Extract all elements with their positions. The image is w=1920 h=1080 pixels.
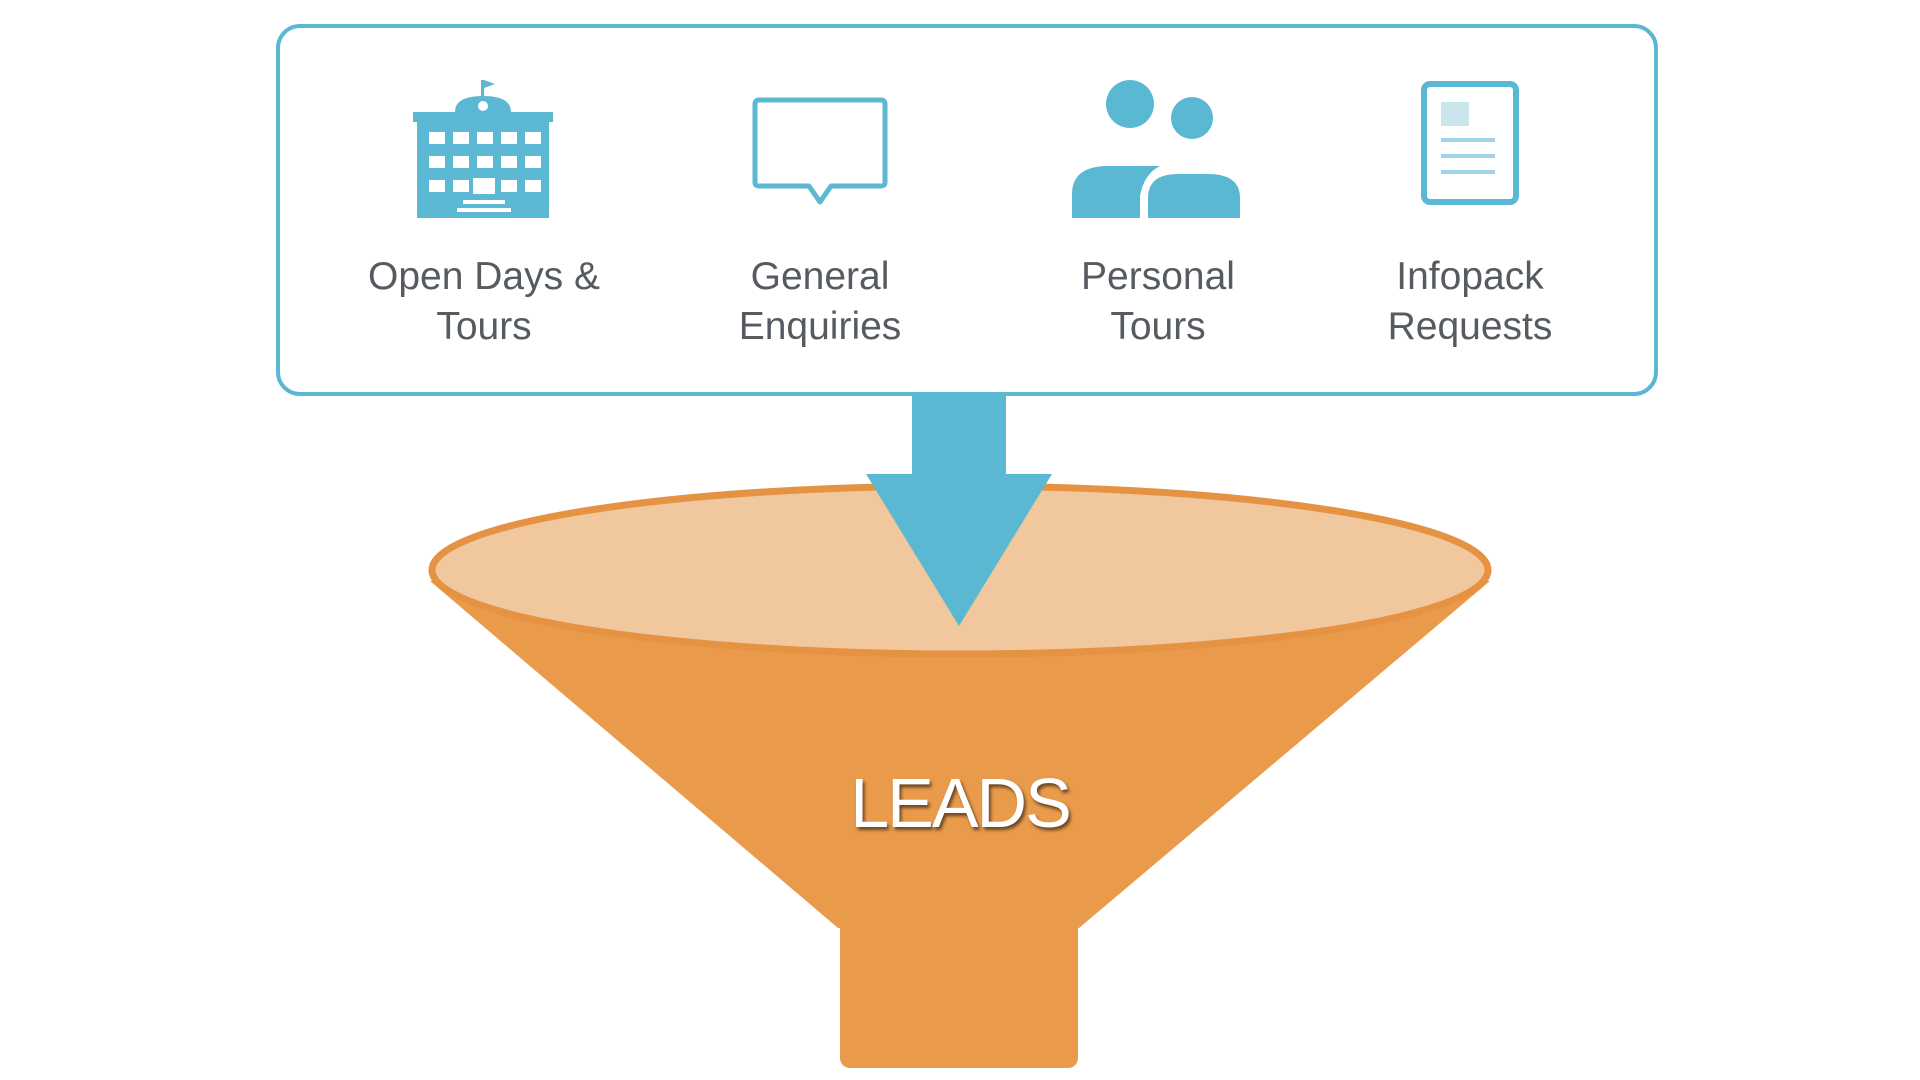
speech-bubble-icon [640, 78, 1000, 248]
funnel-label: LEADS [850, 764, 1072, 842]
source-label: General Enquiries [738, 255, 902, 348]
source-open-days: Open Days & Tours [304, 28, 664, 400]
down-arrow-icon [866, 396, 1052, 626]
source-general-enquiries: General Enquiries [640, 28, 1000, 400]
source-infopack-requests: Infopack Requests [1290, 28, 1650, 400]
funnel-spout [840, 920, 1078, 1068]
source-label: Open Days & Tours [368, 255, 600, 348]
document-icon [1290, 78, 1650, 248]
people-icon [978, 78, 1338, 248]
funnel-body [430, 581, 1490, 928]
funnel-rim [428, 482, 1492, 658]
school-building-icon [304, 78, 664, 248]
source-personal-tours: Personal Tours [978, 28, 1338, 400]
lead-sources-panel: Open Days & Tours General Enquiries [276, 24, 1658, 396]
source-label: Personal Tours [1081, 255, 1235, 348]
source-label: Infopack Requests [1387, 255, 1553, 348]
